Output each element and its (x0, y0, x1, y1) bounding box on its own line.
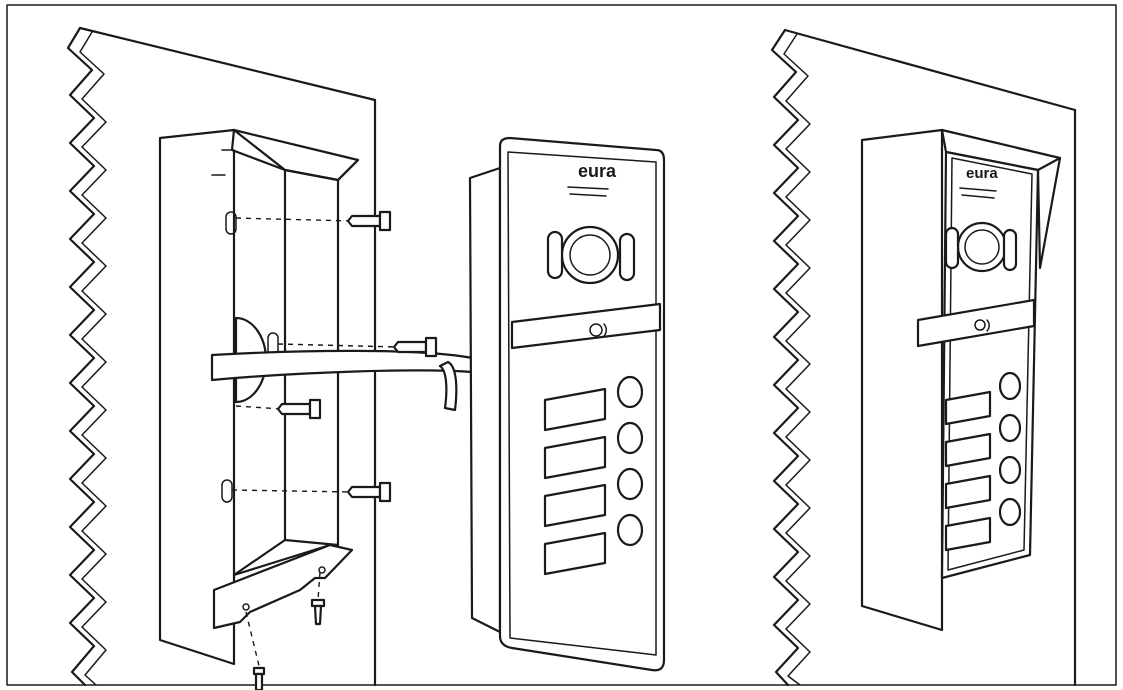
mounting-slot (221, 479, 233, 503)
name-plate (944, 474, 992, 510)
screw-icon (346, 481, 392, 503)
station-front-panel (940, 150, 1040, 580)
call-button (616, 421, 644, 455)
camera-lens-icon (569, 234, 611, 276)
cable-bend (438, 360, 458, 412)
rfid-reader-icon (589, 323, 608, 337)
ir-led-left (546, 230, 564, 280)
call-button (616, 375, 644, 409)
name-plate-list (944, 390, 992, 552)
box-side-face (860, 128, 944, 632)
screw-icon (310, 598, 326, 626)
mounting-slot (225, 211, 237, 235)
call-button (998, 497, 1022, 527)
call-button (998, 371, 1022, 401)
name-plate (543, 435, 607, 480)
wall-section-right (770, 28, 1077, 687)
screws (231, 210, 438, 690)
station-back-housing (468, 166, 502, 634)
ir-led-right (1002, 228, 1018, 272)
screw-icon (346, 210, 392, 232)
call-button (998, 413, 1022, 443)
name-plate (543, 387, 607, 432)
screw-icon (276, 398, 322, 420)
call-button-list (616, 375, 644, 547)
brand-logo: eura (578, 161, 617, 181)
brand-logo: eura (966, 165, 998, 182)
name-plate-list (543, 387, 607, 576)
screw-icon (392, 336, 438, 358)
call-button (616, 513, 644, 547)
name-plate (543, 531, 607, 576)
wall-section-left (66, 26, 377, 687)
name-plate (944, 390, 992, 426)
call-button (998, 455, 1022, 485)
camera-lens-icon (964, 229, 1000, 265)
flush-mount-box (158, 128, 360, 666)
call-button-list (998, 371, 1022, 527)
assembled-station: eura (860, 128, 1062, 632)
rfid-reader-icon (974, 319, 990, 332)
screw-icon (252, 666, 266, 690)
exploded-view: eura (66, 26, 666, 690)
outdoor-station: eura (468, 136, 666, 672)
name-plate (944, 432, 992, 468)
rfid-strip (510, 302, 662, 350)
ir-led-right (618, 232, 636, 282)
name-plate (944, 516, 992, 552)
figure-border (6, 4, 1117, 686)
assembled-view: eura (770, 28, 1077, 687)
ir-led-left (944, 226, 960, 270)
call-button (616, 467, 644, 501)
name-plate (543, 483, 607, 528)
box-side-face (158, 128, 236, 666)
